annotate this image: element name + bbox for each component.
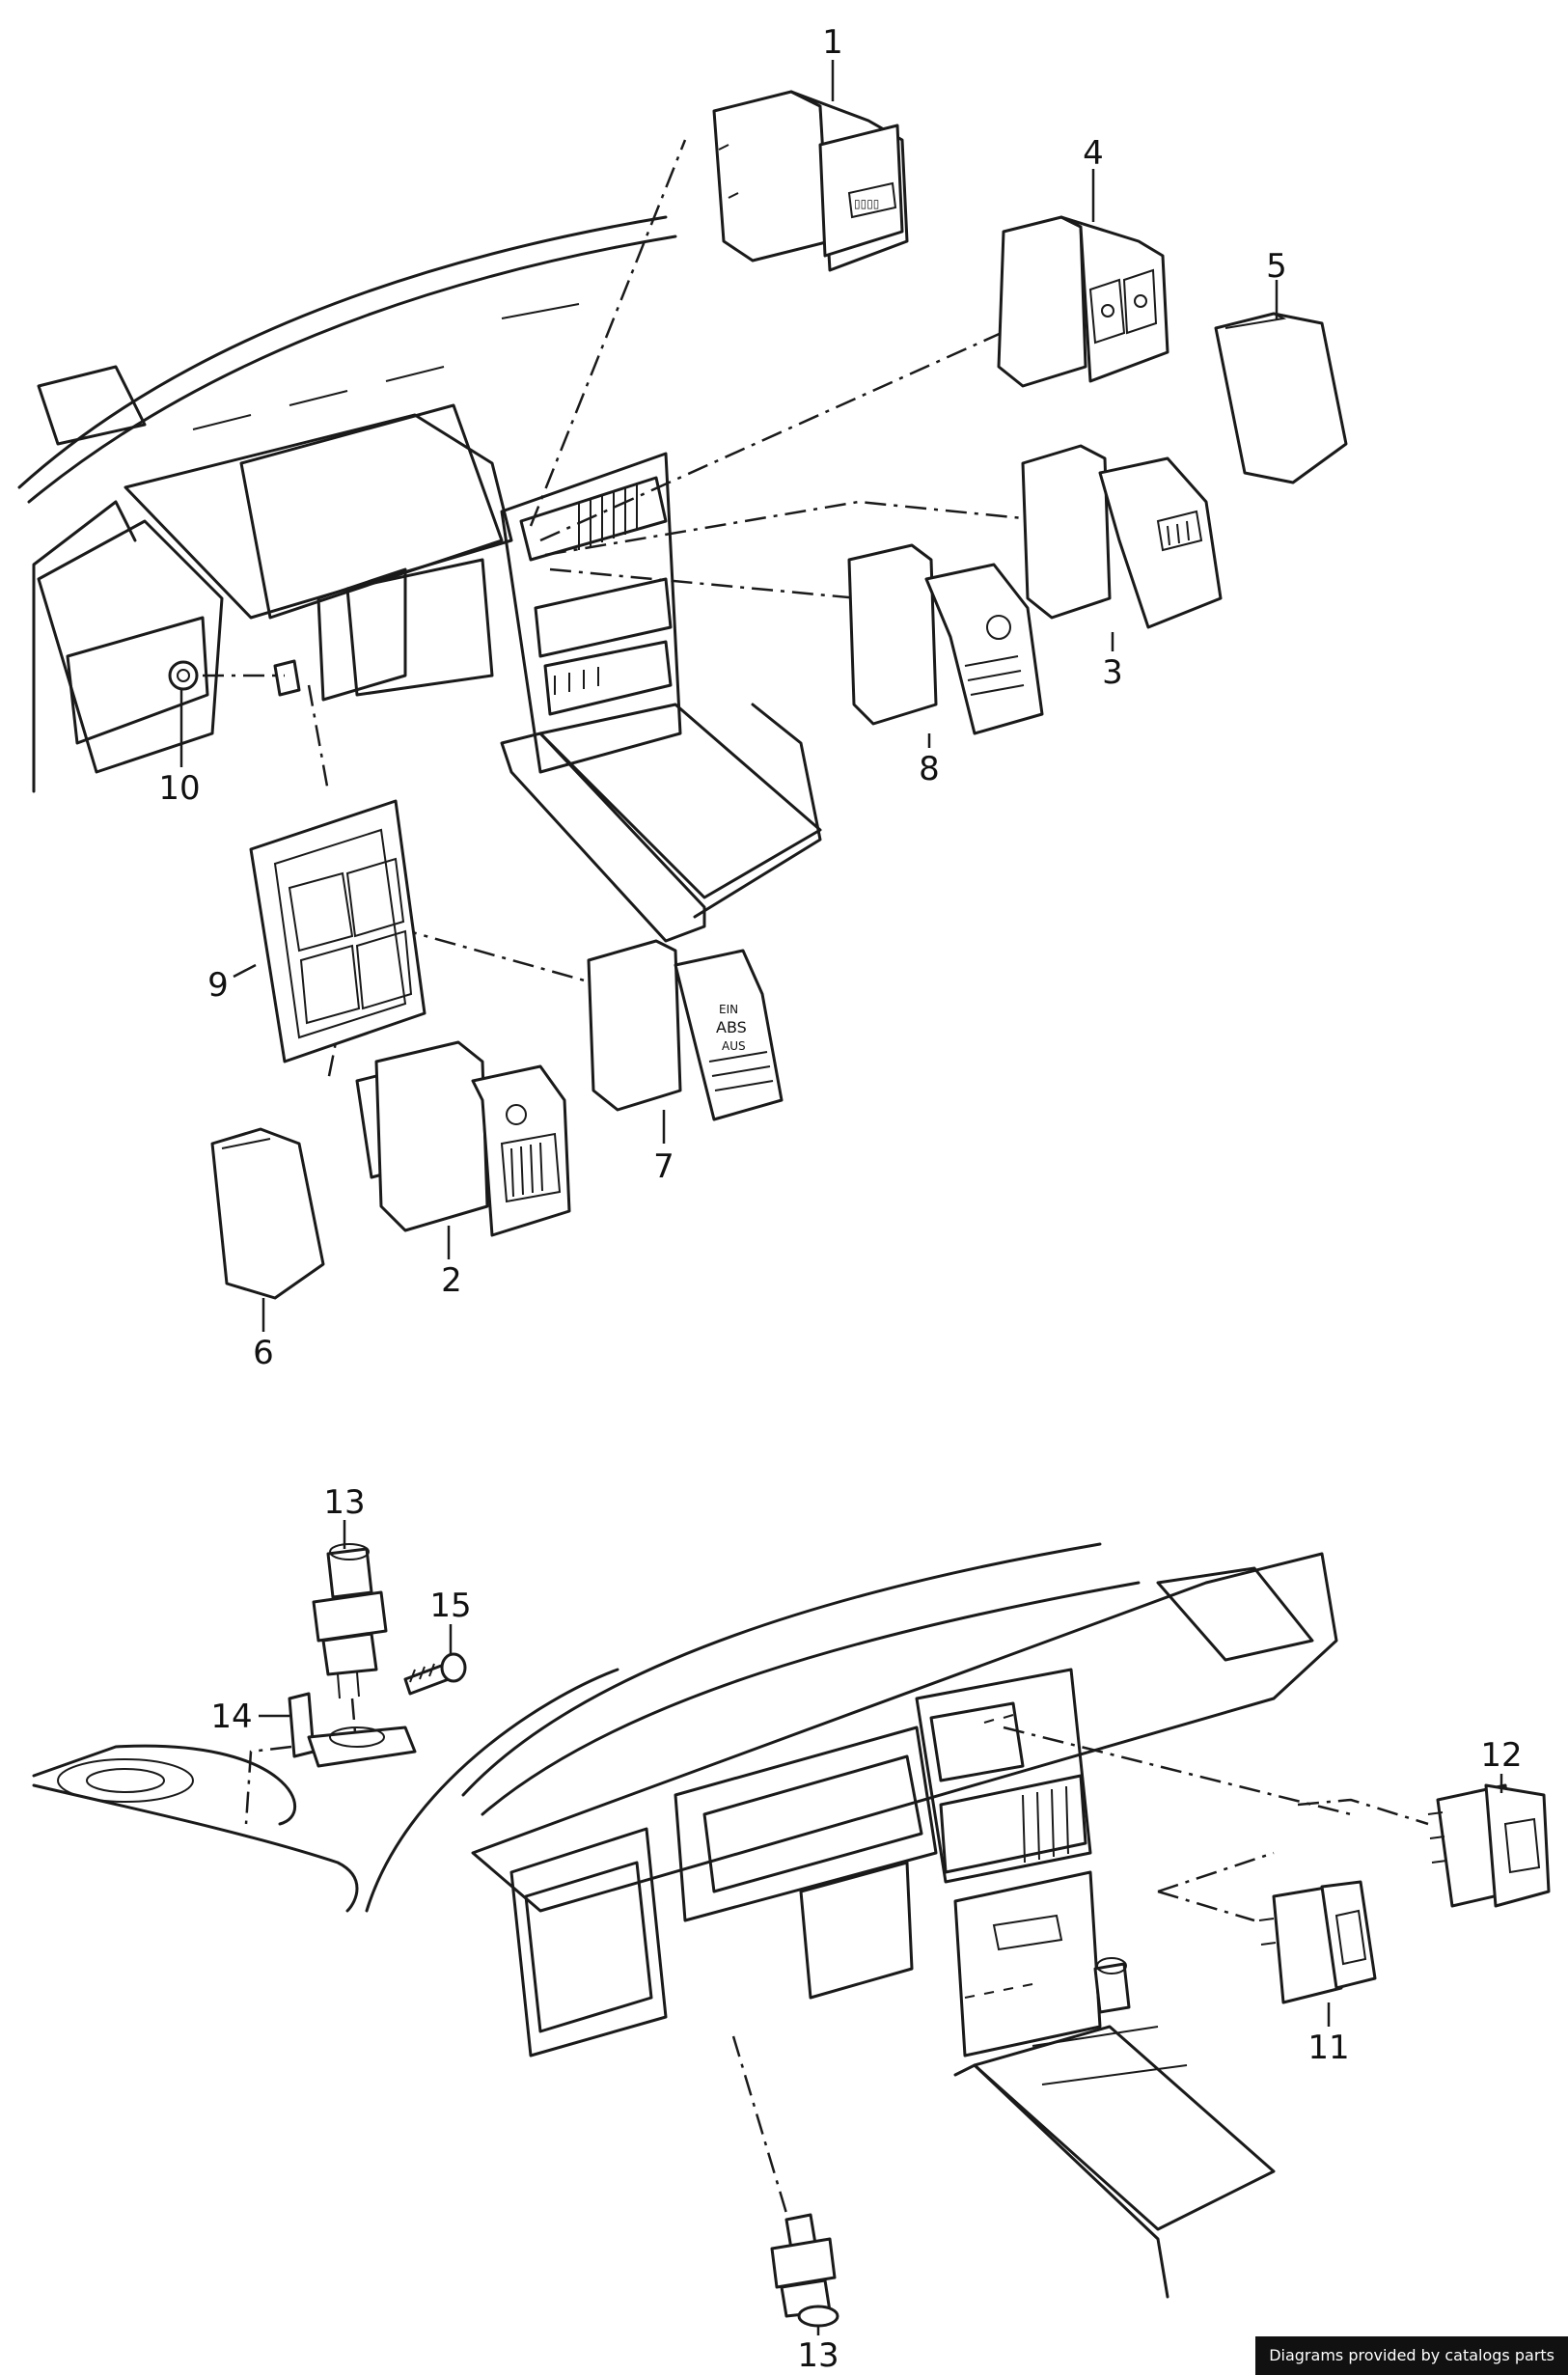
ein-label: EIN — [719, 1003, 738, 1016]
part-7-abs-switch: EIN ABS AUS — [587, 939, 784, 1121]
part-13-door-contact-switch-bottom — [770, 2213, 839, 2328]
part-4-seat-heat-switch — [997, 215, 1169, 388]
callout-1: 1 — [822, 23, 843, 62]
dashed-leaders-bottom — [731, 1726, 1429, 2230]
callout-leaders-top — [179, 60, 1279, 1332]
part-5-blank-cover — [1214, 312, 1348, 484]
callout-4: 4 — [1083, 134, 1104, 173]
svg-text:▯▯▯▯: ▯▯▯▯ — [854, 197, 879, 210]
callout-8: 8 — [919, 750, 940, 788]
callout-11: 11 — [1307, 2029, 1349, 2067]
part-6-blank-cover — [210, 1127, 325, 1300]
part-8-fog-light-switch — [847, 543, 1044, 735]
aus-label: AUS — [722, 1039, 746, 1053]
part-14-bracket — [244, 1692, 417, 1825]
callout-10: 10 — [158, 769, 200, 808]
abs-label: ABS — [716, 1018, 747, 1036]
part-3-rear-defrost-switch — [1021, 444, 1223, 629]
callout-9: 9 — [207, 966, 229, 1005]
callout-leaders-bottom — [259, 1520, 1503, 2335]
part-12-rocker-switch — [1427, 1783, 1551, 1908]
callout-3: 3 — [1102, 653, 1123, 692]
part-9-switch-frame — [249, 799, 426, 1063]
callout-12: 12 — [1480, 1736, 1522, 1775]
callout-labels: 1 4 5 3 8 10 9 7 2 6 13 15 14 12 11 13 — [158, 23, 1522, 2375]
part-15-screw — [403, 1652, 467, 1696]
callout-7: 7 — [653, 1147, 674, 1186]
callout-6: 6 — [253, 1334, 274, 1372]
part-2-light-switch — [355, 1040, 571, 1237]
credit-badge: Diagrams provided by catalogs parts — [1255, 2336, 1568, 2375]
callout-2: 2 — [441, 1261, 462, 1300]
part-13-door-contact-switch-top — [312, 1543, 388, 1699]
callout-13-bottom: 13 — [797, 2336, 839, 2375]
dashboard-bottom — [32, 1542, 1338, 2299]
callout-5: 5 — [1266, 247, 1287, 286]
part-11-rocker-switch — [1258, 1880, 1377, 2004]
callout-14: 14 — [210, 1698, 252, 1736]
callout-15: 15 — [429, 1587, 471, 1625]
callout-13-top: 13 — [323, 1483, 365, 1522]
dashboard-top — [17, 215, 822, 943]
dashed-leaders-top — [203, 139, 1053, 1082]
part-1-switch: ▯▯▯▯ — [712, 90, 909, 272]
